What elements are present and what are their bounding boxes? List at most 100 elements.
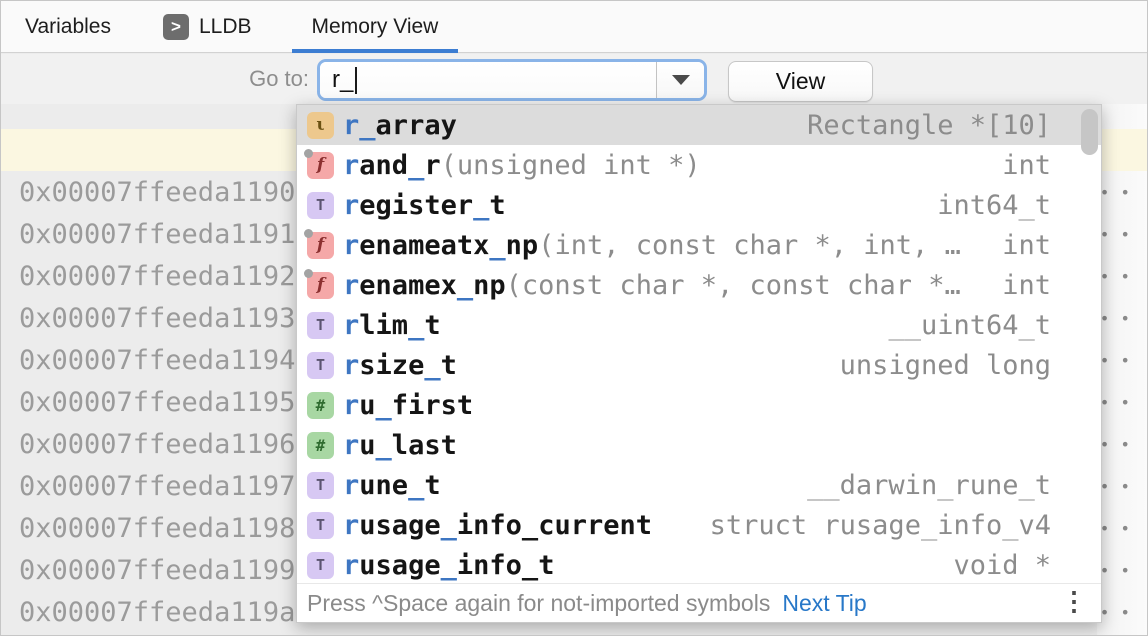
- completion-item-type: unsigned long: [839, 349, 1051, 381]
- kind-letter: f: [316, 275, 325, 295]
- memory-row[interactable]: 0x00007ffeeda11930 •••: [1, 297, 1147, 339]
- completion-item-type: __uint64_t: [888, 309, 1051, 341]
- kind-letter: T: [315, 556, 326, 574]
- completion-item-list: ι r_array Rectangle *[10] f rand_r (unsi…: [297, 105, 1101, 585]
- goto-input-value: r_: [332, 66, 354, 93]
- completion-item-params: (const char *, const char *…: [505, 269, 961, 301]
- typedef-icon: T: [307, 191, 334, 219]
- memory-address: 0x00007ffeeda11950: [19, 386, 312, 418]
- completion-item-params: (unsigned int *): [440, 149, 701, 181]
- memory-row[interactable]: 0x00007ffeeda11990 •••: [1, 549, 1147, 591]
- memory-address: 0x00007ffeeda119a0: [19, 596, 312, 628]
- completion-item-type: int: [1002, 229, 1051, 261]
- kind-letter: T: [315, 516, 326, 534]
- function-icon: f: [304, 268, 334, 299]
- memory-address: 0x00007ffeeda11910: [19, 218, 312, 250]
- tab-lldb[interactable]: > LLDB: [163, 1, 252, 52]
- overlay-dot-icon: [304, 228, 313, 238]
- memory-toolbar: Go to: r_ View: [1, 54, 1147, 104]
- tab-memory-view-label: Memory View: [311, 14, 439, 38]
- completion-item-type: struct rusage_info_v4: [709, 509, 1051, 541]
- memory-row[interactable]: 0x00007ffeeda11910 •••: [1, 213, 1147, 255]
- kind-letter: f: [316, 235, 325, 255]
- completion-item-type: int: [1002, 149, 1051, 181]
- debugger-tab-bar: Variables > LLDB Memory View: [1, 1, 1147, 53]
- completion-item-type: void *: [953, 549, 1051, 581]
- typedef-icon: T: [307, 311, 334, 339]
- tab-memory-view[interactable]: Memory View: [291, 1, 459, 53]
- completion-item-renamex_np[interactable]: f renamex_np (const char *, const char *…: [297, 265, 1101, 305]
- completion-item-name: register_t: [343, 189, 506, 221]
- goto-combobox[interactable]: r_: [317, 59, 707, 101]
- memory-address: 0x00007ffeeda11970: [19, 470, 312, 502]
- completion-item-type: __darwin_rune_t: [807, 469, 1051, 501]
- completion-item-params: (int, const char *, int, …: [538, 229, 961, 261]
- kind-letter: T: [315, 476, 326, 494]
- tab-variables[interactable]: Variables: [25, 1, 111, 52]
- popup-scrollbar-thumb[interactable]: [1081, 109, 1098, 155]
- completion-item-name: rune_t: [343, 469, 441, 501]
- active-tab-underline: [291, 49, 459, 53]
- completion-item-name: rusage_info_t: [343, 549, 555, 581]
- lldb-console-icon: >: [163, 13, 189, 40]
- function-icon: f: [304, 148, 334, 179]
- completion-item-rand_r[interactable]: f rand_r (unsigned int *) int: [297, 145, 1101, 185]
- memory-address: 0x00007ffeeda11930: [19, 302, 312, 334]
- typedef-icon: T: [307, 471, 334, 499]
- completion-item-name: rsize_t: [343, 349, 457, 381]
- completion-footer: Press ^Space again for not-imported symb…: [297, 583, 1101, 622]
- completion-item-name: r_array: [343, 109, 457, 141]
- memory-data-strip: [1097, 104, 1147, 635]
- variable-icon: ι: [307, 111, 334, 139]
- view-button[interactable]: View: [728, 61, 873, 102]
- memory-address: 0x00007ffeeda11960: [19, 428, 312, 460]
- chevron-down-icon: [671, 75, 690, 85]
- completion-item-r_array[interactable]: ι r_array Rectangle *[10]: [297, 105, 1101, 145]
- completion-item-rlim_t[interactable]: T rlim_t __uint64_t: [297, 305, 1101, 345]
- memory-address: 0x00007ffeeda11920: [19, 260, 312, 292]
- completion-item-type: int64_t: [937, 189, 1051, 221]
- completion-item-register_t[interactable]: T register_t int64_t: [297, 185, 1101, 225]
- typedef-icon: T: [307, 511, 334, 539]
- completion-item-rusage_info_current[interactable]: T rusage_info_current struct rusage_info…: [297, 505, 1101, 545]
- combobox-dropdown-button[interactable]: [656, 62, 704, 98]
- typedef-icon: T: [307, 551, 334, 579]
- completion-item-name: ru_first: [343, 389, 474, 421]
- tab-lldb-label: LLDB: [199, 14, 252, 38]
- completion-item-rusage_info_t[interactable]: T rusage_info_t void *: [297, 545, 1101, 585]
- kind-letter: T: [315, 196, 326, 214]
- completion-item-name: rusage_info_current: [343, 509, 653, 541]
- completion-item-name: ru_last: [343, 429, 457, 461]
- function-icon: f: [304, 228, 334, 259]
- completion-item-name: rand_r: [343, 149, 441, 181]
- memory-address: 0x00007ffeeda11990: [19, 554, 312, 586]
- completion-item-rune_t[interactable]: T rune_t __darwin_rune_t: [297, 465, 1101, 505]
- completion-item-rsize_t[interactable]: T rsize_t unsigned long: [297, 345, 1101, 385]
- overlay-dot-icon: [304, 148, 313, 158]
- next-tip-link[interactable]: Next Tip: [782, 589, 867, 616]
- memory-address: 0x00007ffeeda11940: [19, 344, 312, 376]
- completion-item-ru_last[interactable]: # ru_last: [297, 425, 1101, 465]
- completion-item-ru_first[interactable]: # ru_first: [297, 385, 1101, 425]
- macro-icon: #: [307, 391, 334, 419]
- kind-letter: T: [315, 356, 326, 374]
- memory-address: 0x00007ffeeda11980: [19, 512, 312, 544]
- completion-item-type: int: [1002, 269, 1051, 301]
- completion-item-renameatx_np[interactable]: f renameatx_np (int, const char *, int, …: [297, 225, 1101, 265]
- kind-letter: ι: [316, 115, 325, 135]
- kind-letter: #: [315, 435, 326, 455]
- memory-row[interactable]: 0x00007ffeeda11960 •••: [1, 423, 1147, 465]
- typedef-icon: T: [307, 351, 334, 379]
- tab-variables-label: Variables: [25, 14, 111, 38]
- goto-label: Go to:: [249, 66, 309, 91]
- completion-popup: ι r_array Rectangle *[10] f rand_r (unsi…: [296, 104, 1102, 623]
- completion-item-type: Rectangle *[10]: [807, 109, 1051, 141]
- goto-input[interactable]: r_: [320, 62, 656, 98]
- memory-row[interactable]: 0x00007ffeeda11940 •••: [1, 339, 1147, 381]
- completion-item-name: renameatx_np: [343, 229, 539, 261]
- kind-letter: f: [316, 155, 325, 175]
- overlay-dot-icon: [304, 268, 313, 278]
- kebab-menu-icon[interactable]: ⋮: [1061, 586, 1087, 616]
- completion-item-name: rlim_t: [343, 309, 441, 341]
